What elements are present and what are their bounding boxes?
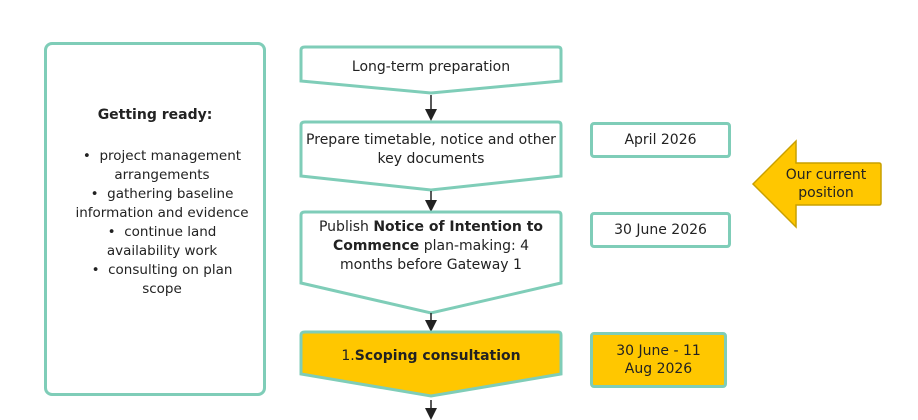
getting-ready-list: project management arrangements gatherin… [71, 147, 253, 299]
step-shape-long-term [299, 45, 563, 95]
getting-ready-panel: Getting ready: project management arrang… [44, 42, 266, 396]
step-scoping: 1. Scoping consultation [305, 340, 557, 372]
list-item: project management arrangements [71, 147, 253, 185]
list-item: continue land availability work [71, 223, 253, 261]
step-scoping-pre: 1. [341, 347, 355, 364]
step-publish-post: plan-making: 4 months before Gateway 1 [340, 238, 530, 273]
step-publish-pre: Publish [318, 219, 374, 235]
date-box-scoping-period: 30 June - 11 Aug 2026 [590, 332, 727, 388]
step-prepare: Prepare timetable, notice and other key … [305, 126, 557, 174]
step-long-term-label: Long-term preparation [351, 58, 511, 75]
date-label: 30 June 2026 [614, 222, 707, 238]
step-long-term: Long-term preparation [305, 51, 557, 83]
current-position-arrow [751, 139, 882, 229]
step-publish: Publish Notice of Intention to Commence … [310, 218, 552, 284]
getting-ready-title: Getting ready: [97, 107, 213, 123]
step-shape-scoping [299, 330, 563, 398]
date-label: April 2026 [624, 132, 697, 148]
current-position-label: Our current position [785, 167, 867, 201]
step-publish-bold: Notice of Intention to Commence [332, 219, 544, 254]
date-box-june-2026: 30 June 2026 [590, 212, 731, 248]
step-prepare-label: Prepare timetable, notice and other key … [306, 132, 556, 167]
list-item: consulting on plan scope [71, 261, 253, 299]
step-shape-prepare [299, 120, 563, 192]
step-shape-publish [299, 210, 563, 315]
list-item: gathering baseline information and evide… [71, 185, 253, 223]
date-box-april-2026: April 2026 [590, 122, 731, 158]
date-label: 30 June - 11 Aug 2026 [616, 343, 701, 377]
step-scoping-bold: Scoping consultation [354, 347, 521, 364]
